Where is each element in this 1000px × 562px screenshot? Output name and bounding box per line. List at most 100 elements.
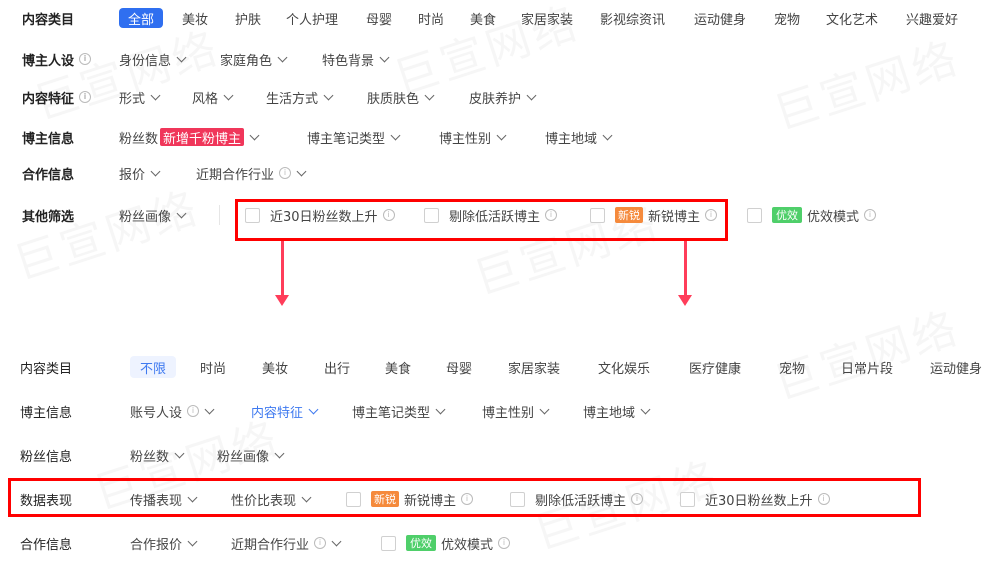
chevron-down-icon <box>274 448 285 458</box>
highlight-box-after <box>8 478 921 517</box>
category-item[interactable]: 宠物 <box>774 12 801 28</box>
dropdown-lifestyle[interactable]: 生活方式 <box>266 86 334 108</box>
chevron-down-icon <box>277 52 288 62</box>
info-icon[interactable]: i <box>498 537 511 549</box>
dropdown-price[interactable]: 报价 <box>119 162 161 184</box>
category-item[interactable]: 运动健身 <box>930 361 983 377</box>
rising-star-tag: 新锐 <box>615 207 643 223</box>
category-item[interactable]: 运动健身 <box>694 12 747 28</box>
checkbox[interactable] <box>747 207 762 223</box>
info-icon[interactable]: i <box>79 53 92 65</box>
checkbox[interactable] <box>245 207 260 223</box>
dropdown-skin-type[interactable]: 肤质肤色 <box>367 86 435 108</box>
category-item[interactable]: 母婴 <box>366 12 393 28</box>
category-item[interactable]: 家居家装 <box>521 12 574 28</box>
category-item[interactable]: 美妆 <box>182 12 209 28</box>
category-item-unlimited[interactable]: 不限 <box>130 356 177 378</box>
info-icon[interactable]: i <box>382 209 395 221</box>
dropdown-fans-count[interactable]: 粉丝数 <box>130 444 185 466</box>
dropdown-identity[interactable]: 身份信息 <box>119 48 187 70</box>
category-item[interactable]: 时尚 <box>200 361 227 377</box>
dropdown-note-type[interactable]: 博主笔记类型 <box>352 400 446 422</box>
category-item[interactable]: 时尚 <box>418 12 445 28</box>
chevron-down-icon <box>150 90 161 100</box>
category-item[interactable]: 影视综资讯 <box>600 12 666 28</box>
dropdown-spread-performance[interactable]: 传播表现 <box>130 488 198 510</box>
info-icon[interactable]: i <box>817 493 830 505</box>
row-label-other-filters: 其他筛选 <box>22 209 75 225</box>
category-item[interactable]: 日常片段 <box>841 361 894 377</box>
dropdown-style[interactable]: 风格 <box>192 86 234 108</box>
row-label-content-category: 内容类目 <box>20 361 73 377</box>
info-icon[interactable]: i <box>279 167 292 179</box>
chevron-down-icon <box>539 404 550 414</box>
chevron-down-icon <box>249 130 260 140</box>
chevron-down-icon <box>640 404 651 414</box>
checkbox[interactable] <box>424 207 439 223</box>
dropdown-cooperation-price[interactable]: 合作报价 <box>130 532 198 554</box>
info-icon[interactable]: i <box>314 537 327 549</box>
info-icon[interactable]: i <box>545 209 558 221</box>
row-label-blogger-info: 博主信息 <box>22 131 75 147</box>
category-item-all[interactable]: 全部 <box>119 7 164 29</box>
category-item[interactable]: 美食 <box>385 361 412 377</box>
dropdown-fan-portrait[interactable]: 粉丝画像 <box>217 444 285 466</box>
dropdown-cost-performance[interactable]: 性价比表现 <box>231 488 312 510</box>
category-item[interactable]: 个人护理 <box>286 12 339 28</box>
info-icon[interactable]: i <box>79 91 92 103</box>
category-item[interactable]: 文化艺术 <box>826 12 879 28</box>
category-item[interactable]: 宠物 <box>779 361 806 377</box>
checkbox[interactable] <box>680 491 695 507</box>
dropdown-gender[interactable]: 博主性别 <box>482 400 550 422</box>
category-item[interactable]: 兴趣爱好 <box>906 12 959 28</box>
category-item[interactable]: 美食 <box>470 12 497 28</box>
category-item[interactable]: 医疗健康 <box>689 361 742 377</box>
new-thousand-fans-tag[interactable]: 新增千粉博主 <box>160 128 245 147</box>
dropdown-form[interactable]: 形式 <box>119 86 161 108</box>
dropdown-content-feature[interactable]: 内容特征 <box>251 400 319 422</box>
chevron-down-icon <box>526 90 537 100</box>
dropdown-special-background[interactable]: 特色背景 <box>322 48 390 70</box>
checkbox[interactable] <box>510 491 525 507</box>
category-item[interactable]: 文化娱乐 <box>598 361 651 377</box>
chevron-down-icon <box>150 166 161 176</box>
dropdown-region[interactable]: 博主地域 <box>583 400 651 422</box>
category-item[interactable]: 出行 <box>324 361 351 377</box>
row-label-cooperation-info: 合作信息 <box>22 167 75 183</box>
category-item[interactable]: 家居家装 <box>508 361 561 377</box>
info-icon[interactable]: i <box>631 493 644 505</box>
dropdown-gender[interactable]: 博主性别 <box>439 126 507 148</box>
checkbox[interactable] <box>590 207 605 223</box>
category-item[interactable]: 母婴 <box>446 361 473 377</box>
checkbox[interactable] <box>381 535 396 551</box>
info-icon[interactable]: i <box>187 405 200 417</box>
chevron-down-icon <box>223 90 234 100</box>
info-icon[interactable]: i <box>461 493 474 505</box>
efficiency-tag: 优效 <box>772 207 802 223</box>
info-icon[interactable]: i <box>864 209 877 221</box>
category-item[interactable]: 美妆 <box>262 361 289 377</box>
dropdown-note-type[interactable]: 博主笔记类型 <box>307 126 401 148</box>
dropdown-fans-count[interactable]: 粉丝数 新增千粉博主 <box>119 126 260 148</box>
dropdown-region[interactable]: 博主地域 <box>545 126 613 148</box>
checkbox[interactable] <box>346 491 361 507</box>
chevron-down-icon <box>331 536 342 546</box>
dropdown-skin-care[interactable]: 皮肤养护 <box>469 86 537 108</box>
divider <box>219 205 220 225</box>
category-item[interactable]: 护肤 <box>235 12 262 28</box>
chevron-down-icon <box>176 52 187 62</box>
dropdown-fan-portrait[interactable]: 粉丝画像 <box>119 204 187 226</box>
dropdown-family-role[interactable]: 家庭角色 <box>220 48 288 70</box>
info-icon[interactable]: i <box>705 209 718 221</box>
